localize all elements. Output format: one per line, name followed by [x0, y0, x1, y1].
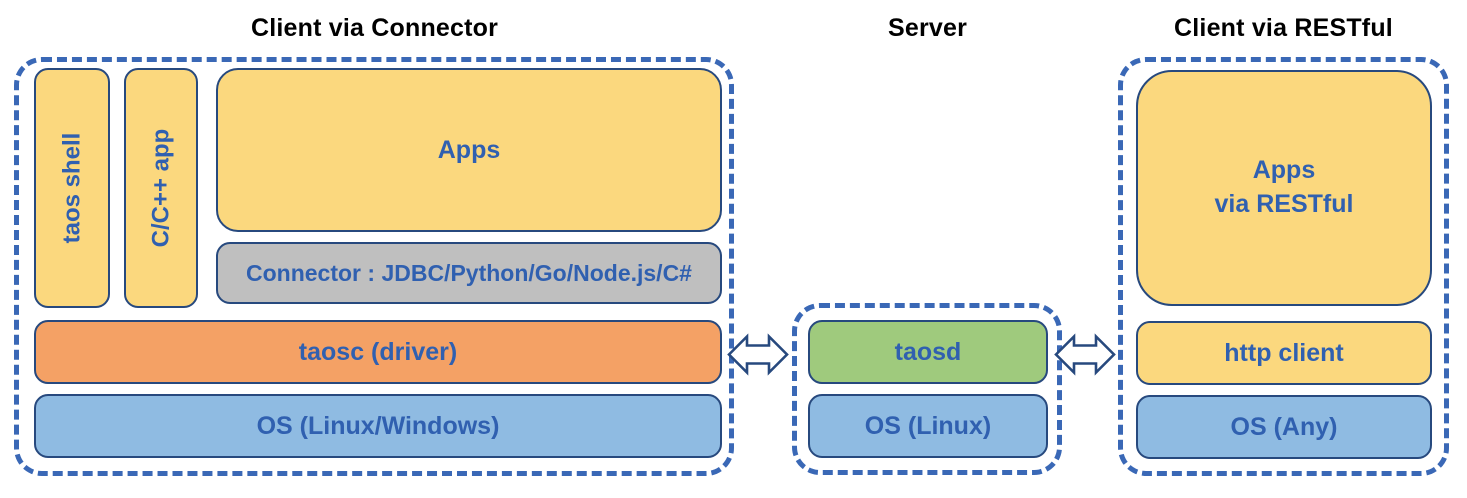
os-linux-label: OS (Linux) [864, 411, 992, 440]
client-restful-title: Client via RESTful [1174, 14, 1393, 42]
connector-box: Connector : JDBC/Python/Go/Node.js/C# [216, 242, 722, 304]
http-client-label: http client [1224, 338, 1344, 367]
taos-shell-box: taos shell [34, 68, 110, 308]
os-any-label: OS (Any) [1230, 412, 1338, 441]
http-client-box: http client [1136, 321, 1432, 385]
client-connector-title: Client via Connector [250, 14, 499, 42]
apps-via-restful-label: Apps via RESTful [1214, 156, 1354, 218]
taosd-box: taosd [808, 320, 1048, 384]
server-group [792, 303, 1062, 475]
cpp-app-box: C/C++ app [124, 68, 198, 308]
apps-via-restful-box: Apps via RESTful [1136, 70, 1432, 306]
taosc-driver-label: taosc (driver) [298, 337, 458, 366]
os-any-box: OS (Any) [1136, 395, 1432, 459]
server-title: Server [887, 14, 968, 42]
bidirectional-arrow-icon-left [727, 333, 789, 376]
os-linux-windows-box: OS (Linux/Windows) [34, 394, 722, 458]
client-connector-group [14, 57, 734, 476]
apps-label: Apps [437, 135, 501, 164]
cpp-app-label: C/C++ app [147, 128, 175, 248]
taosc-driver-box: taosc (driver) [34, 320, 722, 384]
bidirectional-arrow-icon-right [1054, 333, 1116, 376]
taosd-label: taosd [894, 337, 962, 366]
taos-shell-label: taos shell [58, 132, 85, 244]
connector-label: Connector : JDBC/Python/Go/Node.js/C# [246, 259, 692, 286]
client-restful-group [1118, 57, 1449, 476]
os-linux-box: OS (Linux) [808, 394, 1048, 458]
apps-box: Apps [216, 68, 722, 232]
os-linux-windows-label: OS (Linux/Windows) [256, 411, 500, 440]
